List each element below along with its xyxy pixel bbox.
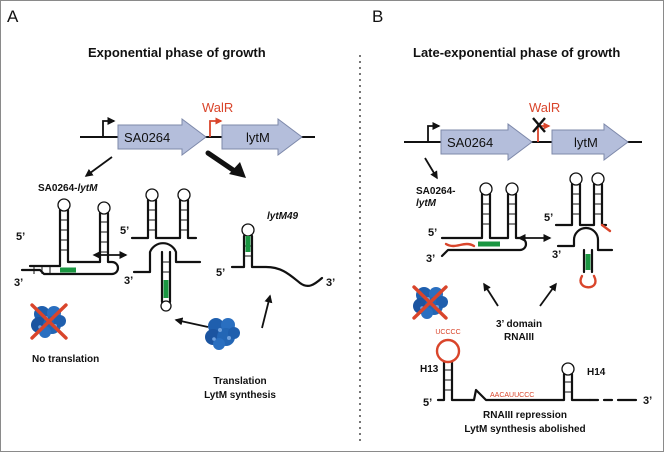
panel-b-rna-structure-closed: 5’ 3’ <box>426 182 528 265</box>
three-prime-label: 3’ <box>326 277 335 289</box>
panel-a-gene-sa0264 <box>117 118 207 156</box>
panel-b-gene-sa0264 <box>440 123 533 161</box>
panel-a-gene-lytm-label: lytM <box>246 130 270 145</box>
panel-a-letter: A <box>7 7 19 26</box>
panel-a-no-translation-label: No translation <box>32 354 99 365</box>
three-prime-label: 3’ <box>552 249 561 261</box>
promoter-arrow-icon <box>537 122 551 142</box>
panel-a-arrow-ribosome-to-lytm49 <box>261 294 273 329</box>
cross-mark-icon <box>30 303 68 340</box>
panel-b-h14-label: H14 <box>587 367 606 378</box>
promoter-arrow-icon <box>102 117 116 137</box>
five-prime-label: 5’ <box>216 267 225 279</box>
panel-b-gene-lytm <box>551 123 629 161</box>
panel-b-walr-label: WalR <box>529 100 560 115</box>
panel-b-transcript-label: SA0264-lytM <box>416 186 455 209</box>
panel-b-rnaiii-structure: H13 H14 5’ 3’ UCCCC AACAUUCCC <box>420 329 652 409</box>
panel-b-gene-lytm-label: lytM <box>574 135 598 150</box>
five-prime-label: 5’ <box>544 212 553 224</box>
panel-a-arrow-head <box>229 162 246 178</box>
panel-a-gene-lytm <box>221 118 303 156</box>
five-prime-label: 5’ <box>120 225 129 237</box>
five-prime-label: 5’ <box>16 231 25 243</box>
five-prime-label: 5’ <box>423 397 432 409</box>
promoter-arrow-icon <box>209 117 223 137</box>
panel-b-letter: B <box>372 7 383 26</box>
panel-a-rna-structure-closed: 5’ 3’ <box>14 198 120 289</box>
panel-a-walr-label: WalR <box>202 100 233 115</box>
panel-b-arrow-to-transcript <box>424 157 438 180</box>
panel-a-lytm49-label: lytM49 <box>267 211 299 222</box>
panel-b-h13-label: H13 <box>420 364 439 375</box>
cross-mark-icon <box>412 285 448 320</box>
panel-a-transcript-label: SA0264-lytM <box>38 183 98 194</box>
panel-b-strand-sequence: AACAUUCCC <box>490 392 534 399</box>
panel-b: B Late-exponential phase of growth SA026… <box>372 7 652 435</box>
cross-mark-icon <box>532 117 546 133</box>
promoter-arrow-icon <box>427 122 441 142</box>
panel-b-rna-structure-open: 5’ 3’ <box>544 172 614 289</box>
panel-a-arrow-ribosome-to-open <box>174 317 209 328</box>
panel-a: A Exponential phase of growth SA0264 lyt… <box>7 7 335 401</box>
panel-b-gene-sa0264-label: SA0264 <box>447 135 493 150</box>
three-prime-label: 3’ <box>14 277 23 289</box>
panel-b-arrow-domain-to-open <box>539 282 557 307</box>
panel-a-lytm49-rna: lytM49 5’ 3’ <box>216 211 335 289</box>
panel-b-loop-sequence: UCCCC <box>435 329 460 336</box>
five-prime-label: 5’ <box>428 227 437 239</box>
panel-b-title: Late-exponential phase of growth <box>413 45 620 60</box>
panel-a-arrow-to-lytm49 <box>205 150 239 175</box>
panel-a-arrow-to-transcript <box>84 156 113 177</box>
three-prime-label: 3’ <box>426 253 435 265</box>
panel-b-arrow-domain-to-closed <box>483 282 499 307</box>
panel-a-gene-sa0264-label: SA0264 <box>124 130 170 145</box>
panel-a-rna-structure-open: 5’ 3’ <box>120 188 202 312</box>
panel-a-title: Exponential phase of growth <box>88 45 266 60</box>
three-prime-label: 3’ <box>124 275 133 287</box>
three-prime-label: 3’ <box>643 395 652 407</box>
ribosome-icon <box>205 318 240 350</box>
